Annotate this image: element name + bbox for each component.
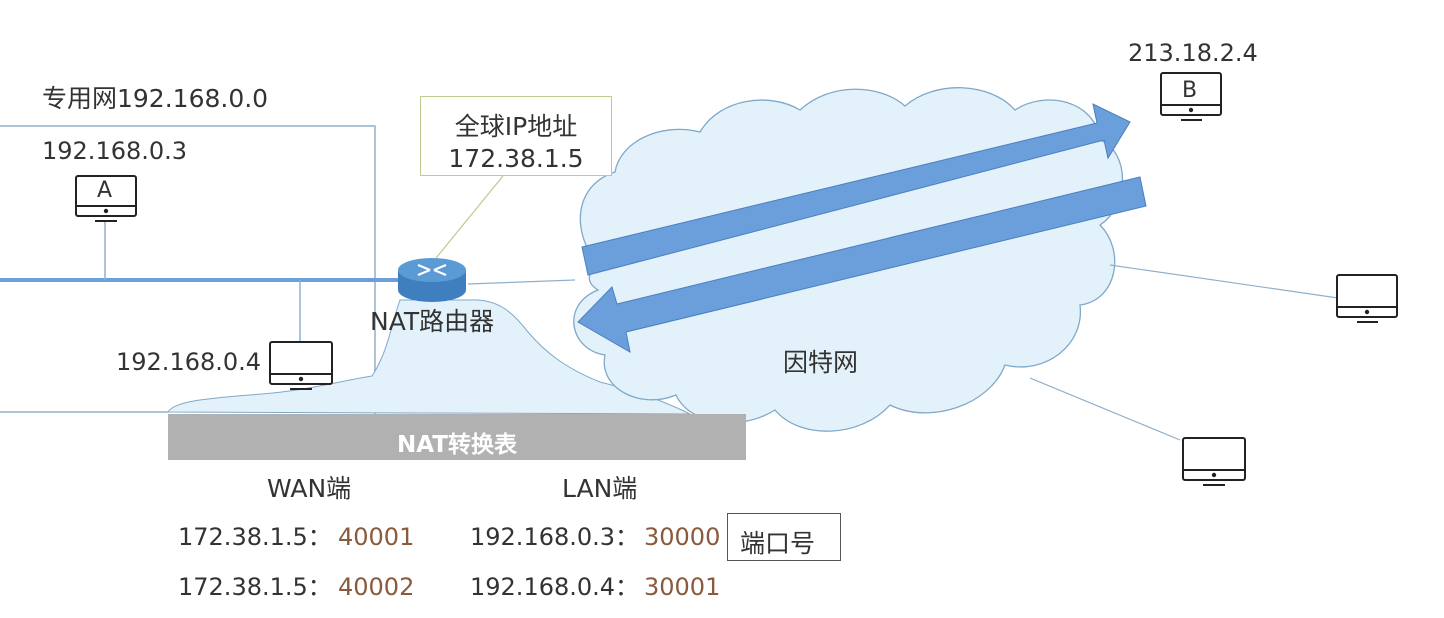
- inbound-arrow: [577, 176, 1147, 353]
- global-ip-callout: 全球IP地址 172.38.1.5: [420, 96, 612, 176]
- monitor-a-icon: [75, 175, 137, 222]
- monitor-b-icon: [1160, 72, 1222, 121]
- lan-port: 30001: [644, 573, 721, 601]
- callout-ip: 172.38.1.5: [448, 144, 584, 173]
- monitor-bottom-right-icon: [1182, 437, 1246, 486]
- router-hill: [167, 299, 691, 415]
- lan-column-header: LAN端: [562, 474, 638, 503]
- lan-ip: 192.168.0.3：: [470, 523, 640, 551]
- host-a-ip: 192.168.0.3: [42, 137, 188, 165]
- private-network-boundary: [0, 125, 376, 414]
- lan-port: 30000: [644, 523, 721, 551]
- wan-column-header: WAN端: [267, 474, 352, 503]
- wan-port: 40001: [338, 523, 415, 551]
- nat-table-header-bar: NAT转换表: [168, 414, 746, 460]
- wan-port: 40002: [338, 573, 415, 601]
- lan-ip: 192.168.0.4：: [470, 573, 640, 601]
- monitor-right-icon: [1336, 274, 1398, 323]
- private-network-label: 专用网192.168.0.0: [42, 84, 269, 113]
- lan-bus: [0, 220, 405, 342]
- callout-pointer: [435, 175, 504, 259]
- internet-label: 因特网: [783, 348, 859, 377]
- outbound-arrow: [581, 103, 1131, 276]
- host-b-label: B: [1182, 78, 1198, 103]
- internet-links: [467, 264, 1339, 441]
- host-2-ip: 192.168.0.4: [116, 348, 262, 376]
- port-number-label: 端口号: [740, 529, 816, 558]
- nat-router-icon: [398, 258, 466, 302]
- callout-title: 全球IP地址: [454, 112, 578, 141]
- host-a-label: A: [97, 178, 113, 203]
- port-number-callout: 端口号: [727, 513, 841, 561]
- router-label: NAT路由器: [370, 307, 495, 336]
- monitor-host2-icon: [269, 341, 333, 390]
- wan-ip: 172.38.1.5：: [178, 523, 332, 551]
- wan-ip: 172.38.1.5：: [178, 573, 332, 601]
- host-b-ip: 213.18.2.4: [1128, 39, 1258, 67]
- nat-table-title: NAT转换表: [397, 432, 517, 458]
